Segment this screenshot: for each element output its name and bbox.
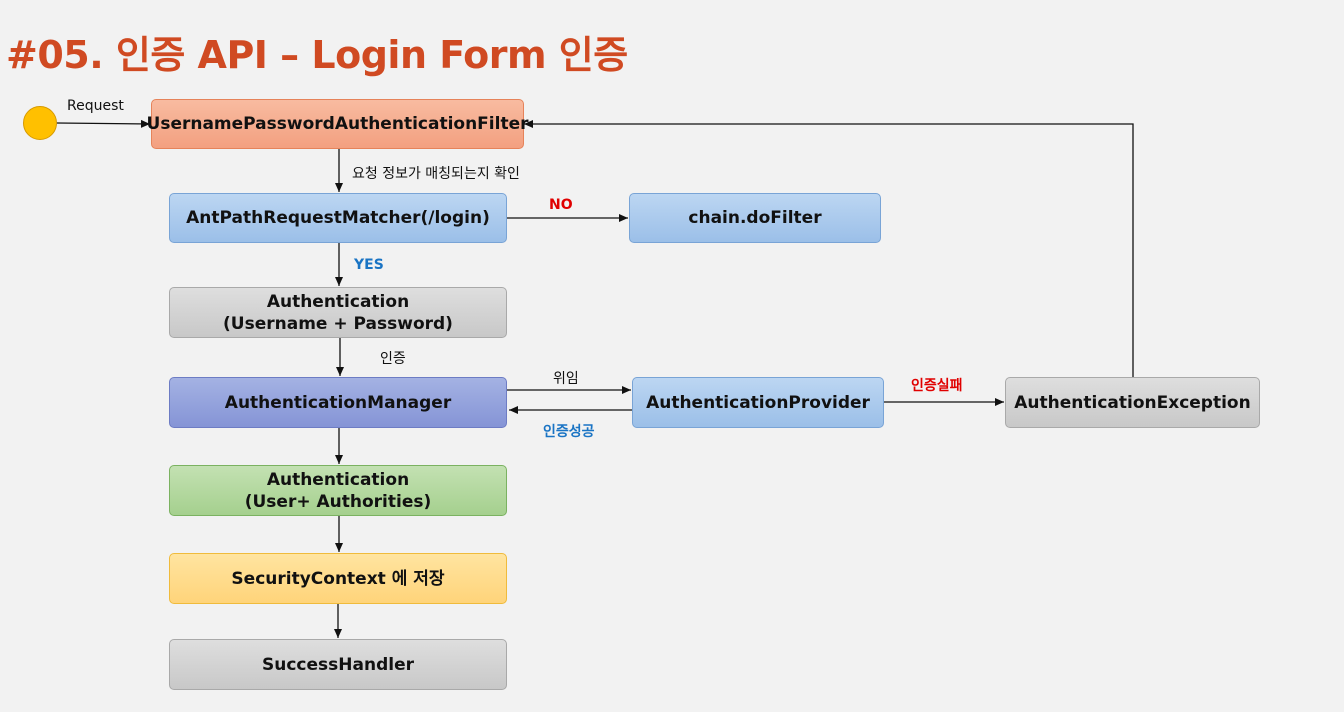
matcher-label: AntPathRequestMatcher(/login) — [186, 208, 490, 228]
chain-node: chain.doFilter — [629, 193, 881, 243]
edge-label-delegate: 위임 — [553, 371, 579, 387]
edge-label-check: 요청 정보가 매칭되는지 확인 — [352, 166, 520, 182]
exception-label: AuthenticationException — [1014, 392, 1251, 413]
edge-label-auth-success: 인증성공 — [543, 424, 595, 440]
manager-node: AuthenticationManager — [169, 377, 507, 428]
matcher-node: AntPathRequestMatcher(/login) — [169, 193, 507, 243]
edge-label-authenticate: 인증 — [380, 351, 406, 367]
provider-label: AuthenticationProvider — [646, 392, 870, 413]
arrow-request-to-filter — [56, 119, 151, 128]
security-context-node: SecurityContext 에 저장 — [169, 553, 507, 604]
success-handler-node: SuccessHandler — [169, 639, 507, 690]
edge-label-no: NO — [549, 197, 573, 213]
exception-node: AuthenticationException — [1005, 377, 1260, 428]
manager-label: AuthenticationManager — [224, 392, 452, 413]
request-label: Request — [67, 98, 124, 114]
filter-node: UsernamePasswordAuthenticationFilter — [147, 99, 528, 149]
auth-result-node: Authentication (User+ Authorities) — [169, 465, 507, 516]
arrow-exception-to-filter — [524, 120, 1134, 377]
page-title: #05. 인증 API – Login Form 인증 — [6, 33, 628, 77]
chain-label: chain.doFilter — [688, 208, 822, 228]
filter-label: UsernamePasswordAuthenticationFilter — [146, 114, 529, 134]
edge-label-auth-fail: 인증실패 — [911, 378, 963, 394]
auth-request-node: Authentication (Username + Password) — [169, 287, 507, 338]
auth-result-label: Authentication (User+ Authorities) — [244, 469, 432, 512]
request-start-node — [23, 106, 57, 140]
auth-request-label: Authentication (Username + Password) — [223, 291, 453, 334]
success-handler-label: SuccessHandler — [262, 654, 414, 675]
edge-label-yes: YES — [354, 257, 384, 273]
security-context-label: SecurityContext 에 저장 — [231, 568, 445, 589]
provider-node: AuthenticationProvider — [632, 377, 884, 428]
